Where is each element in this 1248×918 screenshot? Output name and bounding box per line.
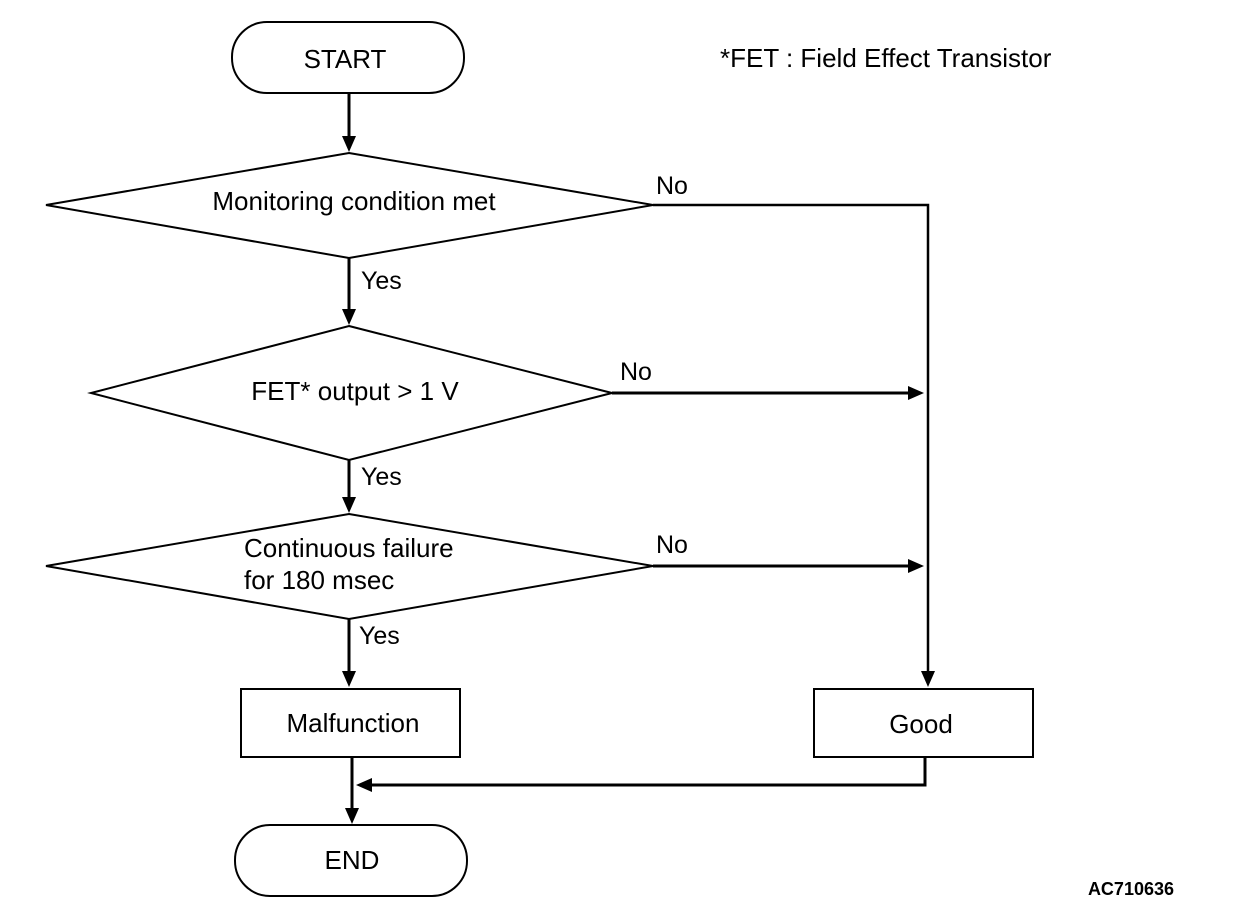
decision2-no-label: No [620,358,652,386]
edge-good-to-merge [370,757,927,787]
arrow-decision3-no [908,559,924,573]
arrow-start-to-decision1 [342,136,356,152]
decision2-yes-label: Yes [361,463,402,491]
end-label: END [325,845,380,875]
malfunction-box [240,688,461,758]
decision-fet-output-label: FET* output > 1 V [251,376,459,406]
end-terminal [234,824,468,897]
decision3-no-label: No [656,531,688,559]
arrow-malfunction-to-end [345,808,359,824]
decision1-yes-label: Yes [361,267,402,295]
arrow-decision2-yes [342,497,356,513]
arrow-decision3-yes [342,671,356,687]
arrow-into-good [921,671,935,687]
arrow-decision2-no [908,386,924,400]
good-label: Good [889,709,953,739]
decision-continuous-failure-label-line2: for 180 msec [244,565,394,595]
decision-monitoring-condition-label: Monitoring condition met [212,186,496,216]
start-label: START [304,44,387,74]
figure-code: AC710636 [1088,879,1174,899]
arrow-good-to-merge [356,778,372,792]
malfunction-label: Malfunction [287,708,420,738]
abbreviation-note: *FET : Field Effect Transistor [720,43,1052,73]
edge-decision1-no [653,203,930,673]
decision3-yes-label: Yes [359,622,400,650]
decision-continuous-failure-label-line1: Continuous failure [244,533,454,563]
arrow-decision1-yes [342,309,356,325]
decision1-no-label: No [656,172,688,200]
